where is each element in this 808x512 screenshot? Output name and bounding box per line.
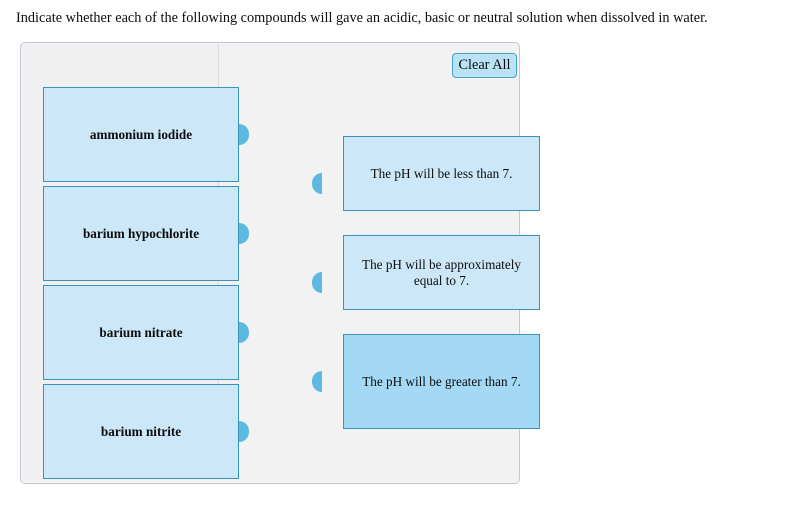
right-card-label: The pH will be approximately equal to 7. <box>362 256 521 288</box>
right-card-label: The pH will be less than 7. <box>370 165 513 181</box>
connector-nub-left-3-icon[interactable] <box>239 322 249 343</box>
left-card-ammonium-iodide[interactable]: ammonium iodide <box>43 87 239 182</box>
right-card-ph-less-than-7[interactable]: The pH will be less than 7. <box>343 136 540 211</box>
connector-nub-left-4-icon[interactable] <box>239 421 249 442</box>
connector-nub-left-2-icon[interactable] <box>239 223 249 244</box>
connector-nub-right-1-icon[interactable] <box>312 173 322 194</box>
left-card-barium-hypochlorite[interactable]: barium hypochlorite <box>43 186 239 281</box>
matching-activity-panel: Clear All ammonium iodide barium hypochl… <box>20 42 540 484</box>
left-card-label: barium nitrate <box>99 325 183 340</box>
right-card-ph-greater-than-7[interactable]: The pH will be greater than 7. <box>343 334 540 429</box>
right-card-ph-equal-to-7[interactable]: The pH will be approximately equal to 7. <box>343 235 540 310</box>
connector-nub-right-2-icon[interactable] <box>312 272 322 293</box>
left-card-barium-nitrate[interactable]: barium nitrate <box>43 285 239 380</box>
connector-nub-right-3-icon[interactable] <box>312 371 322 392</box>
right-card-label: The pH will be greater than 7. <box>362 373 521 389</box>
left-card-label: barium nitrite <box>100 424 182 439</box>
question-prompt: Indicate whether each of the following c… <box>16 10 708 26</box>
clear-all-button[interactable]: Clear All <box>452 53 517 78</box>
connector-nub-left-1-icon[interactable] <box>239 124 249 145</box>
left-card-barium-nitrite[interactable]: barium nitrite <box>43 384 239 479</box>
left-card-label: ammonium iodide <box>89 127 193 142</box>
left-card-label: barium hypochlorite <box>82 226 200 241</box>
